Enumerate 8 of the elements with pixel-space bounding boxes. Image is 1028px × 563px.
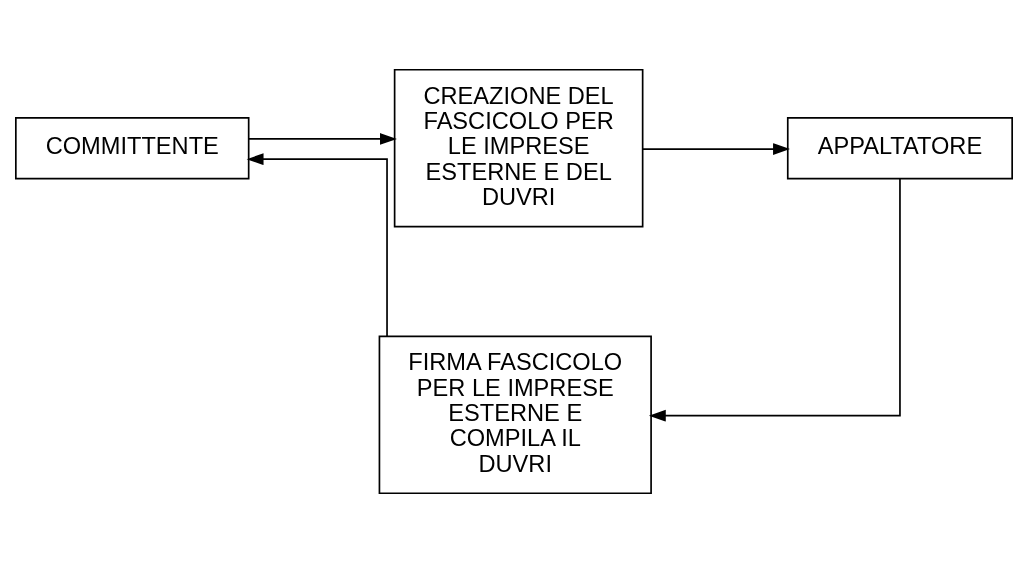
arrow	[246, 153, 388, 337]
node-box: COMMITTENTE	[15, 117, 250, 180]
arrow	[247, 133, 397, 145]
arrow	[642, 143, 790, 155]
node-box: CREAZIONE DEL FASCICOLO PER LE IMPRESE ESTERNE E DEL DUVRI	[393, 68, 644, 228]
node-box: FIRMA FASCICOLO PER LE IMPRESE ESTERNE E COMPILA IL DUVRI	[378, 335, 652, 495]
arrow	[648, 178, 901, 422]
node-box: APPALTATORE	[786, 117, 1013, 180]
